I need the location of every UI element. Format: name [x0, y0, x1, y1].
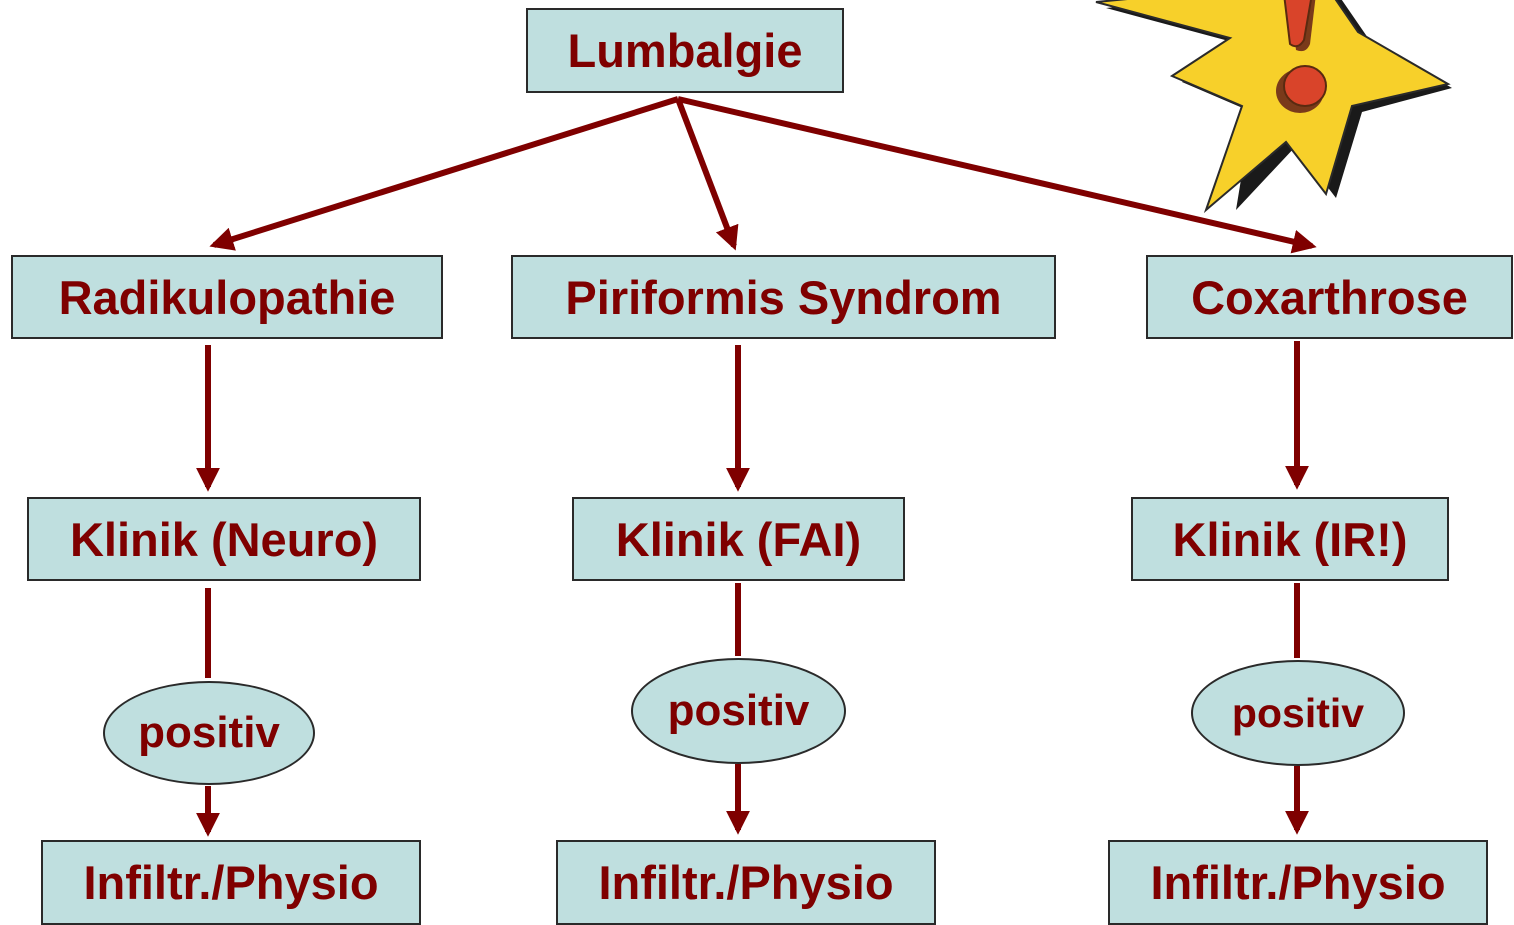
- exclamation-starburst-icon: [1095, 0, 1452, 214]
- diagnosis-node-piriformis-syndrom: Piriformis Syndrom: [511, 255, 1056, 339]
- diagnosis-node-coxarthrose: Coxarthrose: [1146, 255, 1513, 339]
- arrow-root-to-radikulopathie: [209, 96, 679, 251]
- arrow-root-to-piriformis: [675, 97, 739, 251]
- therapy-node-2: Infiltr./Physio: [556, 840, 936, 925]
- result-oval-positiv-2: positiv: [631, 658, 846, 764]
- arrow-root-to-coxarthrose: [677, 96, 1317, 254]
- clinic-node-ir: Klinik (IR!): [1131, 497, 1449, 581]
- diagnosis-node-radikulopathie: Radikulopathie: [11, 255, 443, 339]
- therapy-node-1: Infiltr./Physio: [41, 840, 421, 925]
- clinic-node-neuro: Klinik (Neuro): [27, 497, 421, 581]
- result-oval-positiv-1: positiv: [103, 681, 315, 785]
- therapy-node-3: Infiltr./Physio: [1108, 840, 1488, 925]
- result-oval-positiv-3: positiv: [1191, 660, 1405, 766]
- clinic-node-fai: Klinik (FAI): [572, 497, 905, 581]
- root-node-lumbalgie: Lumbalgie: [526, 8, 844, 93]
